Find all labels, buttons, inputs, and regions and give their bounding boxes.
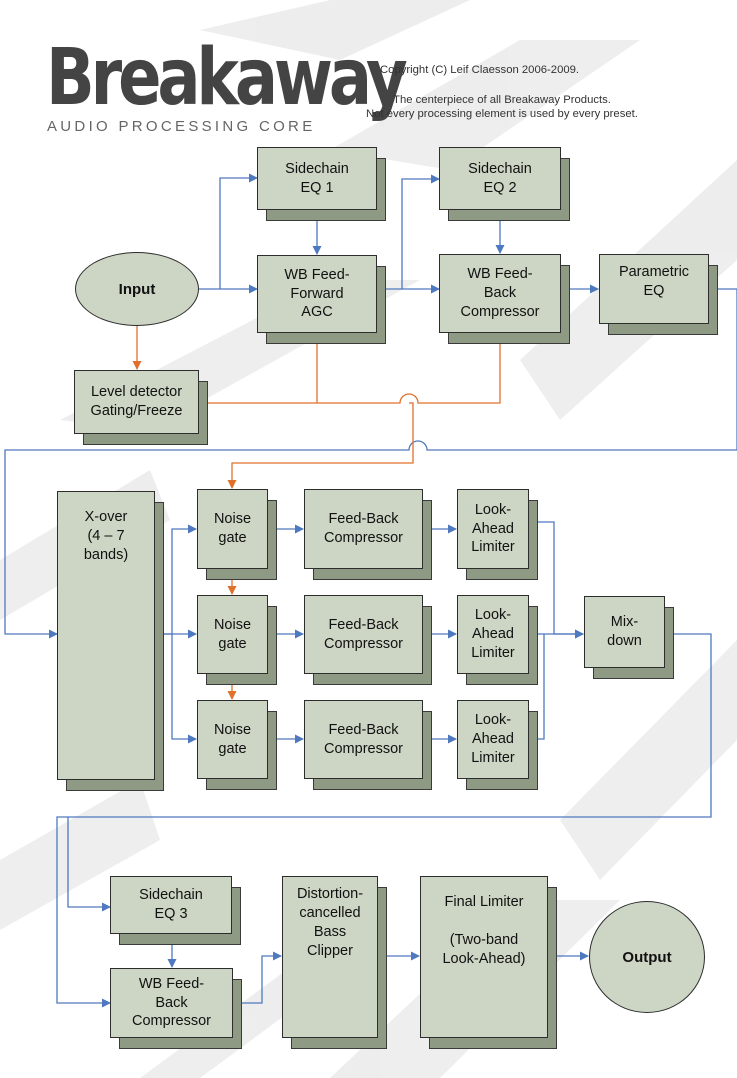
watermark-stripe (200, 0, 470, 60)
parametric-eq-block: Parametric EQ (599, 254, 709, 324)
noise-gate-label: Noise gate (213, 511, 252, 546)
watermark-stripe (330, 40, 640, 170)
wire-comp2-clipper (233, 951, 282, 1004)
lookahead-limiter-block: Look- Ahead Limiter (457, 700, 529, 779)
sidechain-eq2-block: Sidechain EQ 2 (439, 147, 561, 210)
crossover-block: X-over (4 – 7 bands) (57, 491, 155, 780)
ctrl-detector-agc (199, 332, 322, 404)
feedback-compressor-label: Feed-Back Compressor (324, 511, 403, 546)
lookahead-limiter-label: Look- Ahead Limiter (471, 607, 515, 661)
noise-gate-block: Noise gate (197, 595, 268, 674)
bass-clipper-label: Distortion- cancelled Bass Clipper (296, 886, 364, 959)
noise-gate-block: Noise gate (197, 700, 268, 779)
output-node: Output (589, 901, 705, 1013)
crossover-label: X-over (4 – 7 bands) (83, 509, 129, 563)
wire-input-sceq1 (219, 173, 258, 289)
level-detector-block: Level detector Gating/Freeze (74, 370, 199, 434)
level-detector-label: Level detector Gating/Freeze (90, 384, 183, 419)
wb-feedback-compressor-label: WB Feed- Back Compressor (460, 266, 540, 320)
noise-gate-label: Noise gate (213, 616, 252, 652)
mixdown-block: Mix- down (584, 596, 665, 668)
header-line-1: The centerpiece of all Breakaway Product… (393, 94, 611, 106)
feedback-compressor-label: Feed-Back Compressor (324, 616, 403, 652)
ctrl-detector-gates (227, 402, 414, 489)
bass-clipper-block: Distortion- cancelled Bass Clipper (282, 876, 378, 1038)
wire-agc-sceq2 (401, 174, 440, 289)
ctrl-detector-comp1 (317, 332, 505, 404)
copyright-text: Copyright (C) Leif Claesson 2006-2009. (380, 64, 580, 76)
logo-subtitle: AUDIO PROCESSING CORE (47, 118, 316, 135)
feedback-compressor-block: Feed-Back Compressor (304, 489, 423, 569)
lookahead-limiter-label: Look- Ahead Limiter (471, 712, 515, 766)
wire-xover-gate1 (155, 524, 197, 635)
wire-feed-sceq3 (67, 817, 111, 912)
feedback-compressor-block: Feed-Back Compressor (304, 700, 423, 779)
noise-gate-block: Noise gate (197, 489, 268, 569)
header-line-2: Not every processing element is used by … (366, 108, 638, 120)
logo-wordmark: Breakaway (46, 33, 408, 123)
final-limiter-block: Final Limiter (Two-band Look-Ahead) (420, 876, 548, 1038)
feedback-compressor-block: Feed-Back Compressor (304, 595, 423, 674)
input-node: Input (75, 252, 199, 326)
noise-gate-label: Noise gate (213, 721, 252, 757)
wire-peq-xover (4, 288, 737, 639)
sidechain-eq3-label: Sidechain EQ 3 (139, 887, 203, 922)
lookahead-limiter-label: Look- Ahead Limiter (471, 501, 515, 556)
sidechain-eq3-block: Sidechain EQ 3 (110, 876, 232, 934)
wb-feedback-compressor2-block: WB Feed- Back Compressor (110, 968, 233, 1038)
mixdown-label: Mix- down (607, 614, 642, 649)
parametric-eq-label: Parametric EQ (618, 264, 690, 299)
sidechain-eq1-label: Sidechain EQ 1 (285, 160, 349, 196)
wire-lim1-mix (529, 521, 584, 639)
watermark-stripe (560, 640, 737, 880)
wb-feedforward-agc-block: WB Feed- Forward AGC (257, 255, 377, 333)
wire-xover-gate3 (171, 634, 197, 744)
feedback-compressor-label: Feed-Back Compressor (324, 721, 403, 757)
lookahead-limiter-block: Look- Ahead Limiter (457, 595, 529, 674)
wire-mix-down (56, 633, 712, 1008)
final-limiter-label: Final Limiter (Two-band Look-Ahead) (442, 894, 526, 967)
wb-feedback-compressor2-label: WB Feed- Back Compressor (132, 975, 211, 1030)
wb-feedforward-agc-label: WB Feed- Forward AGC (284, 266, 350, 321)
lookahead-limiter-block: Look- Ahead Limiter (457, 489, 529, 569)
wb-feedback-compressor-block: WB Feed- Back Compressor (439, 254, 561, 333)
wire-lim3-mix (529, 634, 545, 740)
sidechain-eq2-label: Sidechain EQ 2 (468, 160, 532, 196)
sidechain-eq1-block: Sidechain EQ 1 (257, 147, 377, 210)
